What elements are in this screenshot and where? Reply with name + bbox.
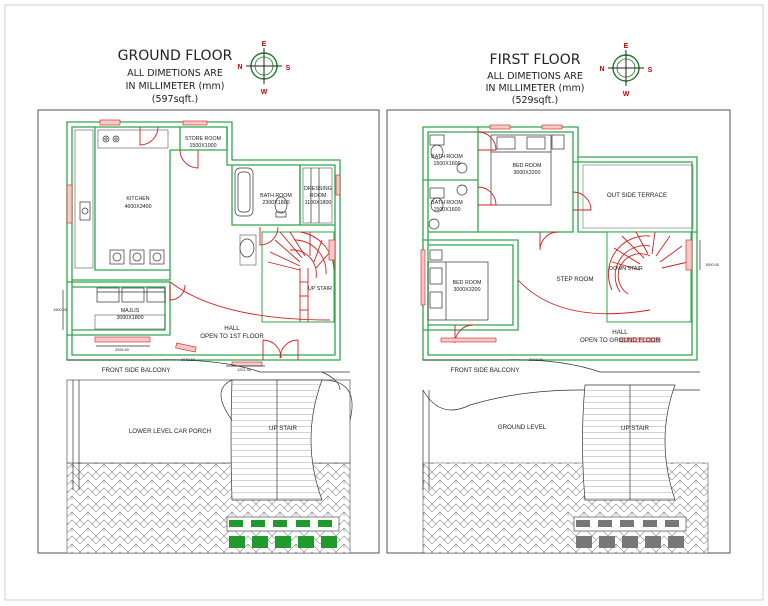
ground-floor-header: GROUND FLOOR ALL DIMETIONS ARE IN MILLIM… xyxy=(118,48,233,105)
ff-hall-sub: OPEN TO GROUND FLOOR xyxy=(580,337,660,344)
majlis-sofas xyxy=(94,287,166,330)
ff-bed2-label: BED ROOM xyxy=(453,280,482,286)
gf-dim-bottom-2: 2048.60 xyxy=(181,358,195,362)
gf-up-stair-outer: UP STAIR xyxy=(269,425,297,432)
ground-doors xyxy=(139,126,299,360)
compass-n: N xyxy=(237,64,242,71)
ff-bed1-size: 3000X3200 xyxy=(513,170,540,176)
gf-dimensions: 1500.00 2926.50 2048.60 1201.44 xyxy=(53,290,265,372)
ff-dim-right: 1500.00 xyxy=(705,263,719,267)
bath-room-size: 2300X1800 xyxy=(262,200,289,206)
ground-floor-title: GROUND FLOOR xyxy=(118,48,233,64)
ff-bath1-label: BATH ROOM xyxy=(431,154,463,160)
ff-bed-1 xyxy=(490,134,565,206)
gf-up-stair-inner: UP STAIR xyxy=(308,286,332,292)
dining-chairs xyxy=(109,249,165,265)
terrace-label: OUT SIDE TERRACE xyxy=(607,192,667,199)
ground-floor-plan: UP STAIR STORE ROOM 1500X1000 KITCHEN xyxy=(37,109,380,554)
ff-bath2-label: BATH ROOM xyxy=(431,200,463,206)
gf-dim-bottom-3: 1201.44 xyxy=(237,368,251,372)
ff-windows xyxy=(420,124,661,343)
first-floor-note-1: ALL DIMETIONS ARE xyxy=(487,71,583,82)
ff-hall-label: HALL xyxy=(612,329,628,336)
toilet xyxy=(274,196,288,214)
ff-bath2-size: 1500X1600 xyxy=(433,207,460,213)
ground-level-label: GROUND LEVEL xyxy=(498,424,547,431)
ff-up-stair-outer: UP STAIR xyxy=(621,425,649,432)
balcony-edge xyxy=(67,359,350,373)
store-room-wall xyxy=(180,127,228,151)
ff-stair-well xyxy=(606,231,692,323)
ff-spiral-stair xyxy=(607,231,693,295)
majlis-label: MAJLIS xyxy=(121,308,140,314)
first-floor-compass-icon: E N S W xyxy=(599,43,652,98)
bathtub xyxy=(234,167,254,217)
inner-spiral-stair xyxy=(267,231,336,322)
ff-down-stair: DOWN STAIR xyxy=(609,266,643,272)
first-floor-header: FIRST FLOOR ALL DIMETIONS ARE IN MILLIME… xyxy=(486,52,585,106)
ground-windows xyxy=(66,119,341,367)
gf-dim-left: 1500.00 xyxy=(53,308,67,312)
compass-w: W xyxy=(261,89,268,96)
compass-s: S xyxy=(286,65,291,72)
ground-floor-note-2: IN MILLIMETER (mm) xyxy=(126,81,225,92)
ground-floor-note-1: ALL DIMETIONS ARE xyxy=(127,68,223,79)
gf-hall-label: HALL xyxy=(224,325,240,332)
ff-dim-bottom: 2048.60 xyxy=(529,358,543,362)
compass-e: E xyxy=(262,41,267,48)
sheet-border xyxy=(4,4,764,601)
ff-bed-2 xyxy=(427,249,489,321)
car-porch-label: LOWER LEVEL CAR PORCH xyxy=(129,428,211,435)
ground-floor-area: (597sqft.) xyxy=(152,94,198,105)
ff-doors xyxy=(454,131,592,344)
ff-bedroom1-wall xyxy=(478,162,574,233)
ff-balcony-label: FRONT SIDE BALCONY xyxy=(451,367,520,374)
ground-level-edge xyxy=(422,389,700,411)
compass-w: W xyxy=(623,91,630,98)
hall-arc xyxy=(169,281,331,321)
ground-planters xyxy=(226,516,340,548)
store-room-size: 1500X1000 xyxy=(189,143,216,149)
ff-bed2-size: 3000X3200 xyxy=(453,287,480,293)
compass-s: S xyxy=(648,67,653,74)
dressing-room-label-1: DRESSING xyxy=(304,186,332,192)
ff-dimensions: 1500.00 2048.60 xyxy=(529,240,719,362)
step-room-arc xyxy=(517,279,651,315)
gf-balcony-label: FRONT SIDE BALCONY xyxy=(102,367,171,374)
kitchen-size: 4600X3400 xyxy=(124,204,151,210)
step-room-label: STEP ROOM xyxy=(556,276,593,283)
majlis-size: 3000X1800 xyxy=(116,315,143,321)
ff-bedroom2-wall xyxy=(423,239,519,331)
first-floor-title: FIRST FLOOR xyxy=(490,52,581,68)
dressing-room-size: 1100X1800 xyxy=(305,200,332,206)
compass-e: E xyxy=(624,43,629,50)
ff-bath-fixtures xyxy=(428,134,468,230)
bath-room-label: BATH ROOM xyxy=(260,193,292,199)
kitchen-label: KITCHEN xyxy=(126,196,149,202)
first-floor-plan: DOWN STAIR BATH ROOM 1500X1600 BATH ROOM… xyxy=(386,109,731,554)
gf-dim-bottom-1: 2926.50 xyxy=(115,348,129,352)
ff-bath1-size: 1500X1600 xyxy=(433,161,460,167)
ff-balcony-edge xyxy=(423,359,700,373)
inner-stair-well xyxy=(261,231,335,323)
first-floor-area: (529sqft.) xyxy=(512,95,558,106)
gf-hall-sub: OPEN TO 1ST FLOOR xyxy=(200,333,264,340)
ground-floor-compass-icon: E N S W xyxy=(237,41,290,96)
first-planters xyxy=(573,516,687,548)
first-floor-note-2: IN MILLIMETER (mm) xyxy=(486,83,585,94)
store-room-label: STORE ROOM xyxy=(185,136,221,142)
majlis-wall xyxy=(67,281,171,336)
compass-n: N xyxy=(599,66,604,73)
ff-bed1-label: BED ROOM xyxy=(513,163,542,169)
dressing-room-label-2: ROOM xyxy=(310,193,326,199)
